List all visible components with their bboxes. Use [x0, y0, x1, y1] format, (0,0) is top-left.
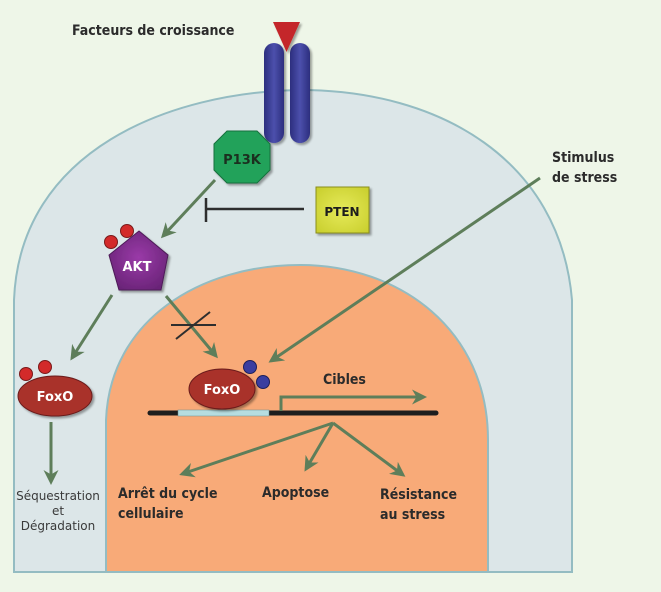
- sequestration-label-line3: Dégradation: [21, 519, 95, 533]
- foxo-acetyl-2: [256, 375, 270, 389]
- stress-stimulus-label-line1: Stimulus: [552, 150, 614, 166]
- akt-label: AKT: [122, 260, 151, 275]
- stress-resistance-label-line1: Résistance: [380, 487, 457, 503]
- promoter-region: [177, 409, 270, 417]
- foxo-nucleus-node: [188, 368, 256, 410]
- foxo-phosphate-2: [38, 360, 52, 374]
- apoptosis-label: Apoptose: [262, 485, 329, 501]
- akt-node: [108, 230, 169, 291]
- pi3k-label: P13K: [223, 153, 262, 168]
- targets-label: Cibles: [323, 372, 366, 388]
- targets-transcription-arrow: [279, 389, 427, 411]
- ligand-triangle: [273, 22, 300, 52]
- receptor-left-chain: [264, 43, 284, 143]
- foxo-cytoplasm-node: [17, 375, 93, 417]
- arrow-to-cell-cycle-arrest: [179, 421, 334, 478]
- receptor: [264, 43, 310, 143]
- akt-phosphate-2: [120, 224, 134, 238]
- nucleus: [105, 263, 489, 573]
- arrow-pi3k-to-akt: [160, 178, 217, 239]
- pten-node: [315, 186, 370, 234]
- sequestration-label-line1: Séquestration: [16, 489, 100, 503]
- pi3k-node: [213, 130, 271, 184]
- block-cross-icon: [171, 311, 216, 340]
- receptor-right-chain: [290, 43, 310, 143]
- cell-cycle-arrest-label-line2: cellulaire: [118, 506, 184, 522]
- growth-factors-label: Facteurs de croissance: [72, 23, 234, 39]
- cell-cycle-arrest-label-line1: Arrêt du cycle: [118, 486, 218, 502]
- pten-label: PTEN: [324, 205, 359, 219]
- arrow-stress-to-foxo-nucleus: [268, 176, 541, 363]
- arrow-to-stress-resistance: [332, 421, 406, 477]
- pten-inhibition-line: [204, 198, 304, 222]
- arrow-to-apoptosis: [304, 422, 335, 472]
- arrow-akt-to-foxo-cytoplasm: [70, 294, 114, 361]
- sequestration-label-line2: et: [52, 504, 64, 518]
- foxo-cytoplasm-label: FoxO: [37, 390, 74, 405]
- foxo-nucleus-label: FoxO: [204, 383, 241, 398]
- stress-stimulus-label-line2: de stress: [552, 170, 617, 186]
- foxo-phosphate-1: [19, 367, 33, 381]
- akt-phosphate-1: [104, 235, 118, 249]
- foxo-acetyl-1: [243, 360, 257, 374]
- stress-resistance-label-line2: au stress: [380, 507, 445, 523]
